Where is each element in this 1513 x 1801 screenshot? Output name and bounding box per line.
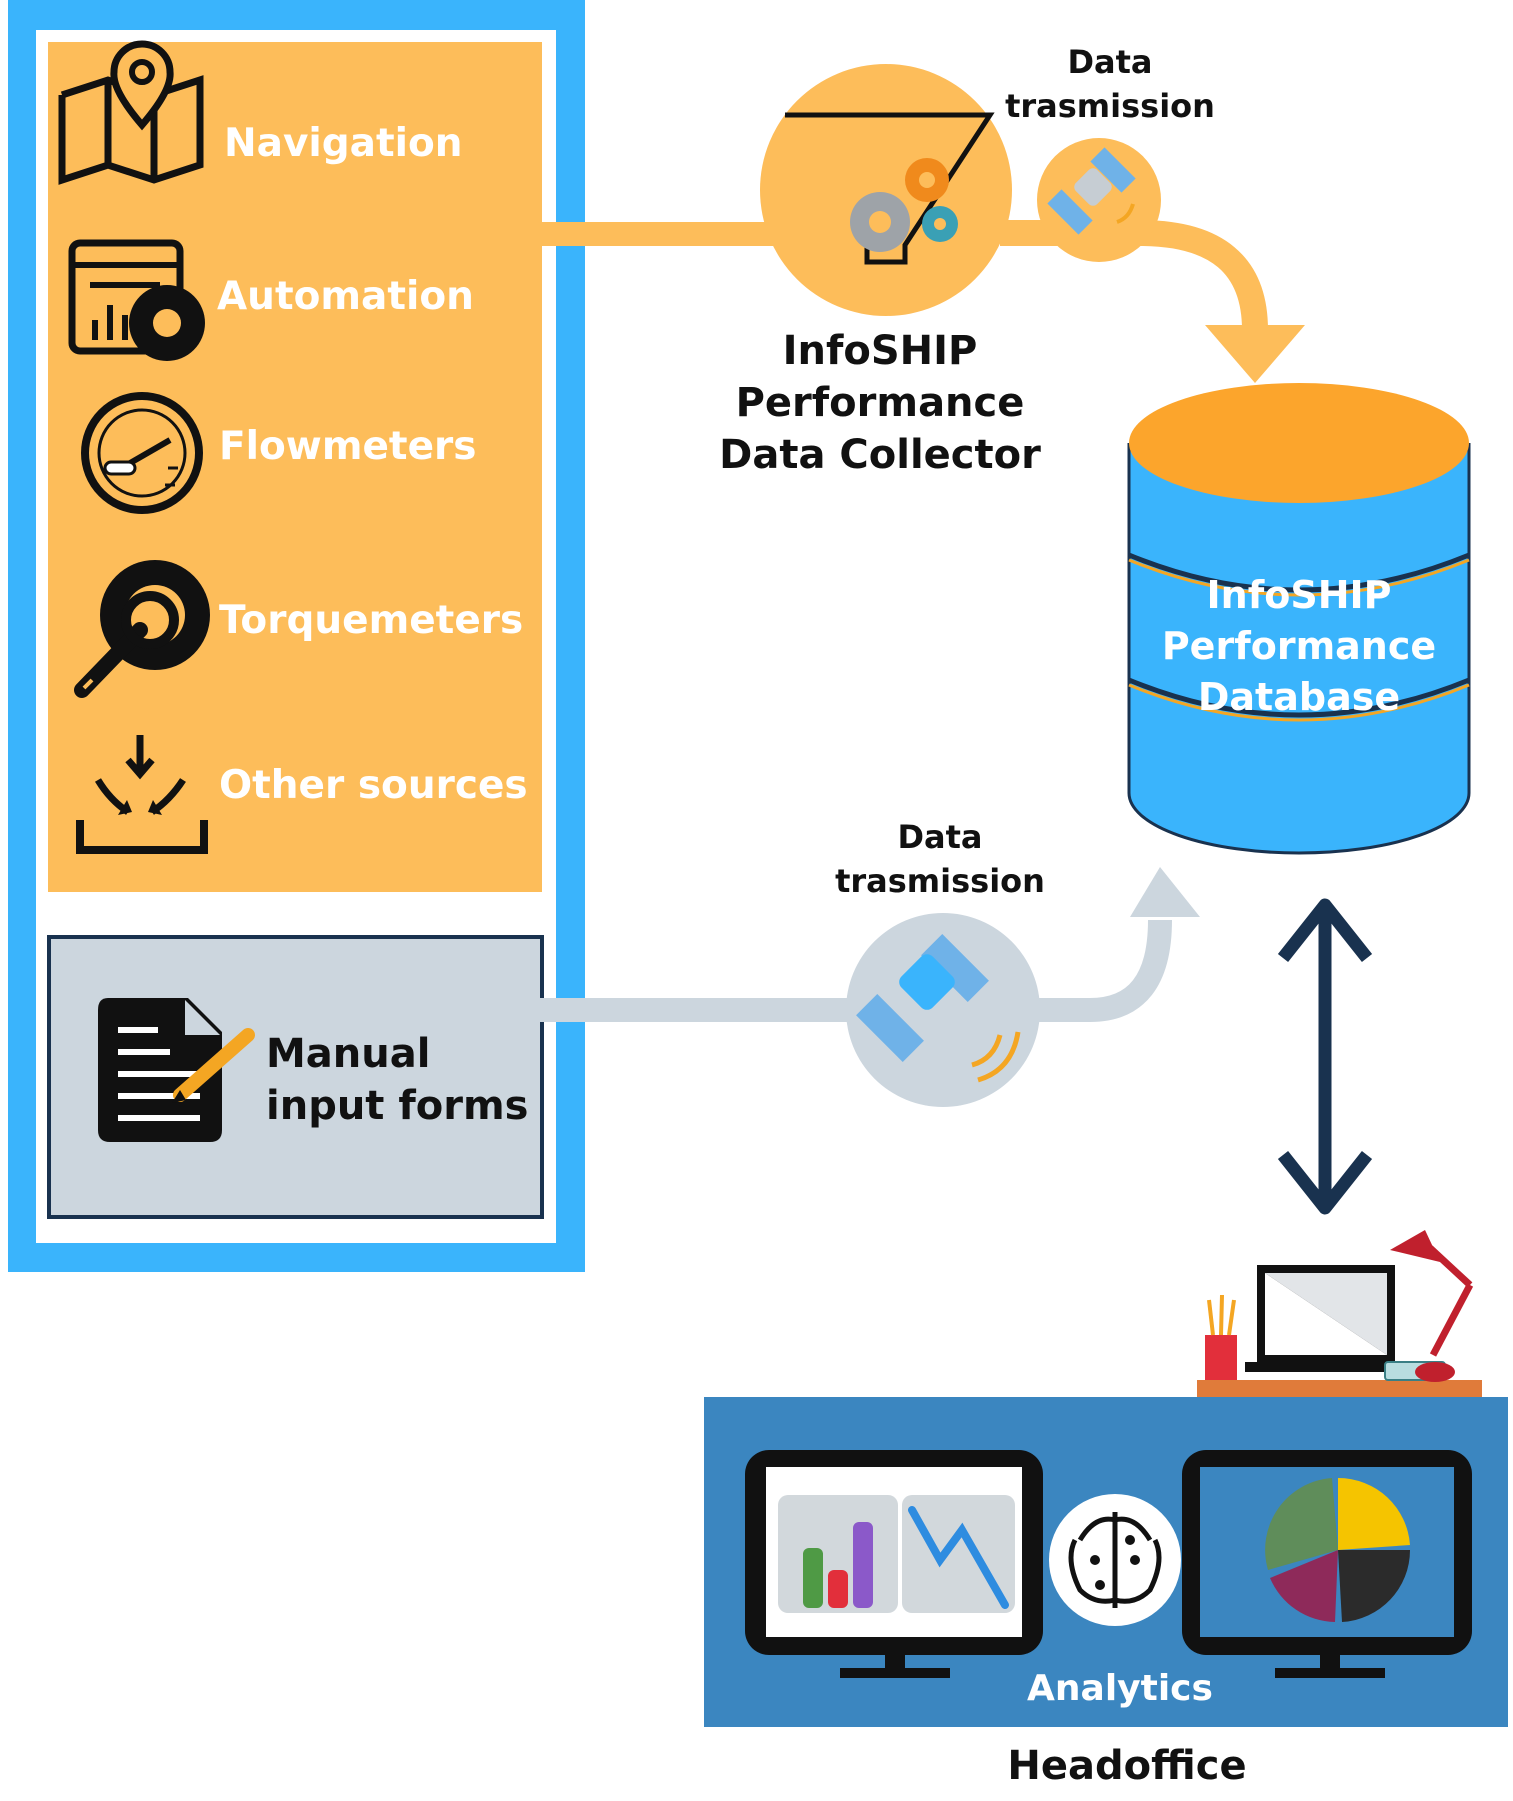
satellite-icon [1037,138,1161,262]
source-label-automation: Automation [217,274,474,319]
bidirectional-arrow [1277,898,1373,1215]
gray-arrowhead [1130,867,1200,917]
satellite-icon [846,913,1040,1107]
source-label-torquemeters: Torquemeters [219,598,524,643]
manual-input-line2: input forms [266,1083,529,1129]
document-pen-icon [98,998,255,1142]
collector-line1: InfoSHIP [782,328,978,374]
analytics-label: Analytics [1027,1668,1213,1709]
transmission-bottom-label: Data trasmission [835,815,1045,903]
collector-label: InfoSHIP Performance Data Collector [719,325,1041,481]
transmission-top-line1: Data [1067,43,1153,81]
transmission-bottom-line2: trasmission [835,862,1045,900]
gauge-icon [81,392,203,514]
collector-line3: Data Collector [719,432,1041,478]
gray-connector-line [540,998,900,1022]
map-pin-icon [58,40,204,185]
source-label-navigation: Navigation [224,121,463,166]
transmission-bottom-line1: Data [897,818,983,856]
database-line3: Database [1197,675,1401,719]
inbox-import-icon [76,735,208,854]
source-label-flowmeters: Flowmeters [219,424,477,469]
database-label: InfoSHIP Performance Database [1162,570,1436,723]
dashboard-gear-icon [68,239,205,361]
database-cylinder-icon [1127,383,1471,855]
manual-input-label: Manual input forms [266,1028,528,1132]
gray-curved-arrow-shaft [1030,919,1172,1022]
bar-chart-monitor-icon [745,1450,1043,1678]
top-underline [220,0,395,3]
brain-circuit-icon [1049,1494,1181,1626]
transmission-top-label: Data trasmission [1005,40,1215,128]
source-label-other-sources: Other sources [219,763,528,808]
manual-input-line1: Manual [266,1031,431,1077]
transmission-top-line2: trasmission [1005,87,1215,125]
wrench-gear-icon [74,560,210,698]
desk-laptop-lamp-icon [1197,1230,1482,1404]
pie-chart-monitor-icon [1182,1450,1472,1678]
funnel-gears-icon [760,64,1012,316]
collector-line2: Performance [735,380,1025,426]
database-line1: InfoSHIP [1206,573,1392,617]
database-line2: Performance [1161,624,1437,668]
orange-arrowhead [1205,325,1305,383]
headoffice-title: Headoffice [1007,1743,1247,1789]
orange-curved-arrow-shaft [1000,220,1268,331]
